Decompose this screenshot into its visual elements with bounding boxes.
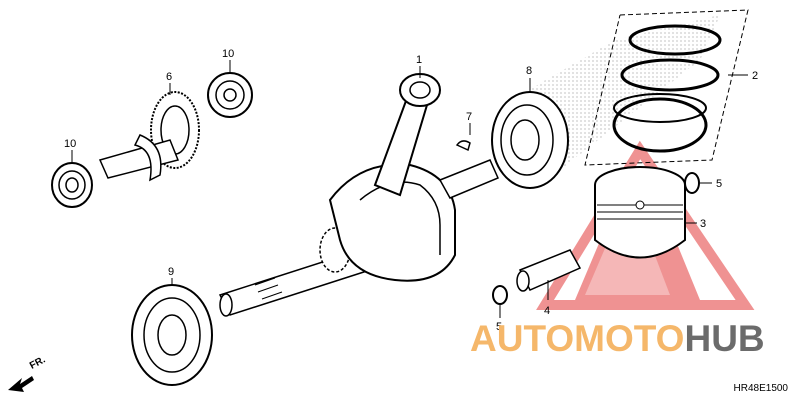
bearing-small-left (51, 162, 93, 208)
callout-piston-rings: 2 (752, 70, 758, 82)
woodruff-key (455, 140, 471, 152)
callout-clip-right: 5 (716, 178, 722, 190)
watermark-text: AUTOMOTOHUB (470, 318, 765, 360)
callout-piston: 3 (700, 218, 706, 230)
leader-lines (71, 60, 748, 318)
bearing-left (131, 284, 213, 386)
callout-clip-left: 5 (496, 321, 502, 333)
callout-woodruff-key: 7 (466, 111, 472, 123)
watermark-part2: HUB (684, 318, 765, 359)
watermark-part1: AUTOMOTO (470, 318, 685, 359)
bearing-right (491, 91, 569, 189)
callout-bearing-small-top: 10 (222, 48, 234, 60)
piston-rings-box (584, 9, 749, 166)
front-arrow-icon (8, 376, 34, 392)
clip-right (684, 172, 700, 194)
diagram-code: HR48E1500 (733, 383, 788, 394)
bearing-small-top (207, 72, 253, 118)
balancer-gear (98, 91, 200, 182)
clip-left (492, 285, 508, 305)
callout-bearing-left: 9 (168, 266, 174, 278)
crankshaft (218, 73, 499, 317)
piston (594, 166, 686, 259)
callout-piston-pin: 4 (544, 305, 550, 317)
piston-rings (612, 24, 722, 153)
piston-pin (516, 249, 582, 292)
callout-bearing-right: 8 (526, 65, 532, 77)
callout-bearing-small-left: 10 (64, 138, 76, 150)
callout-crankshaft: 1 (416, 54, 422, 66)
callout-balancer-gear: 6 (166, 71, 172, 83)
